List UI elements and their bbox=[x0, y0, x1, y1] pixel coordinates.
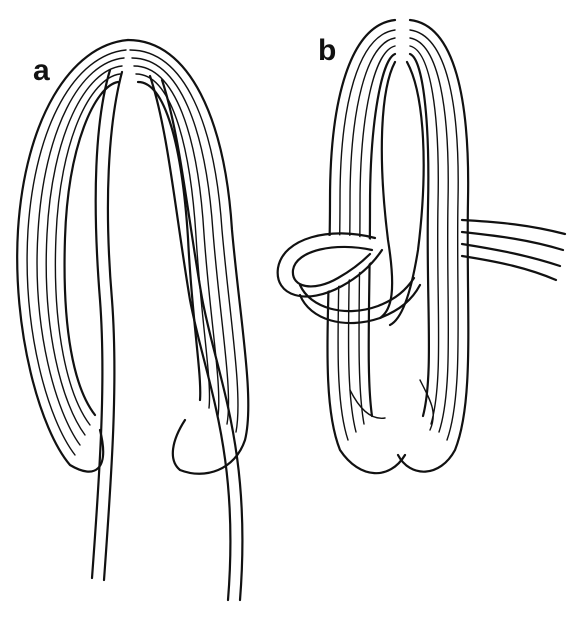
panel-label-a: a bbox=[33, 54, 50, 87]
coil-b-icon bbox=[276, 18, 567, 475]
coil-a-icon bbox=[16, 38, 250, 602]
panel-label-b: b bbox=[318, 34, 337, 67]
